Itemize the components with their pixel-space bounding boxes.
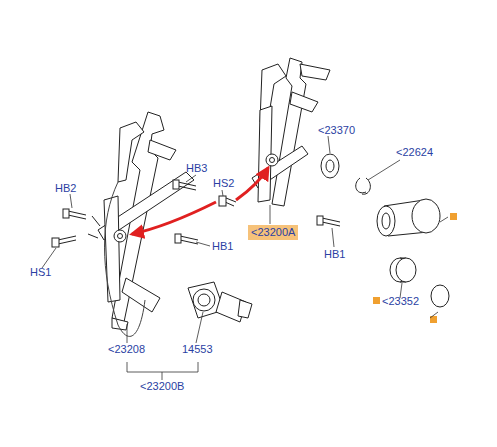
callout-number: <23200A [251, 226, 295, 239]
callout-number: HB1 [324, 248, 345, 261]
callout-number: <23352 [382, 295, 419, 308]
highlighted-callout: <23200A [248, 225, 298, 240]
callout-number: 14553 [182, 343, 213, 356]
callout-number: <23370 [318, 124, 355, 137]
callout-number: HS1 [30, 266, 51, 279]
callout-number: HB3 [186, 162, 207, 175]
callout-number: HB1 [212, 240, 233, 253]
callout-number: HS2 [213, 177, 234, 190]
callout-number: <22624 [396, 146, 433, 159]
callout-number: HB2 [55, 182, 76, 195]
callout-number: <23200B [140, 380, 184, 393]
callout-number: <23208 [108, 343, 145, 356]
